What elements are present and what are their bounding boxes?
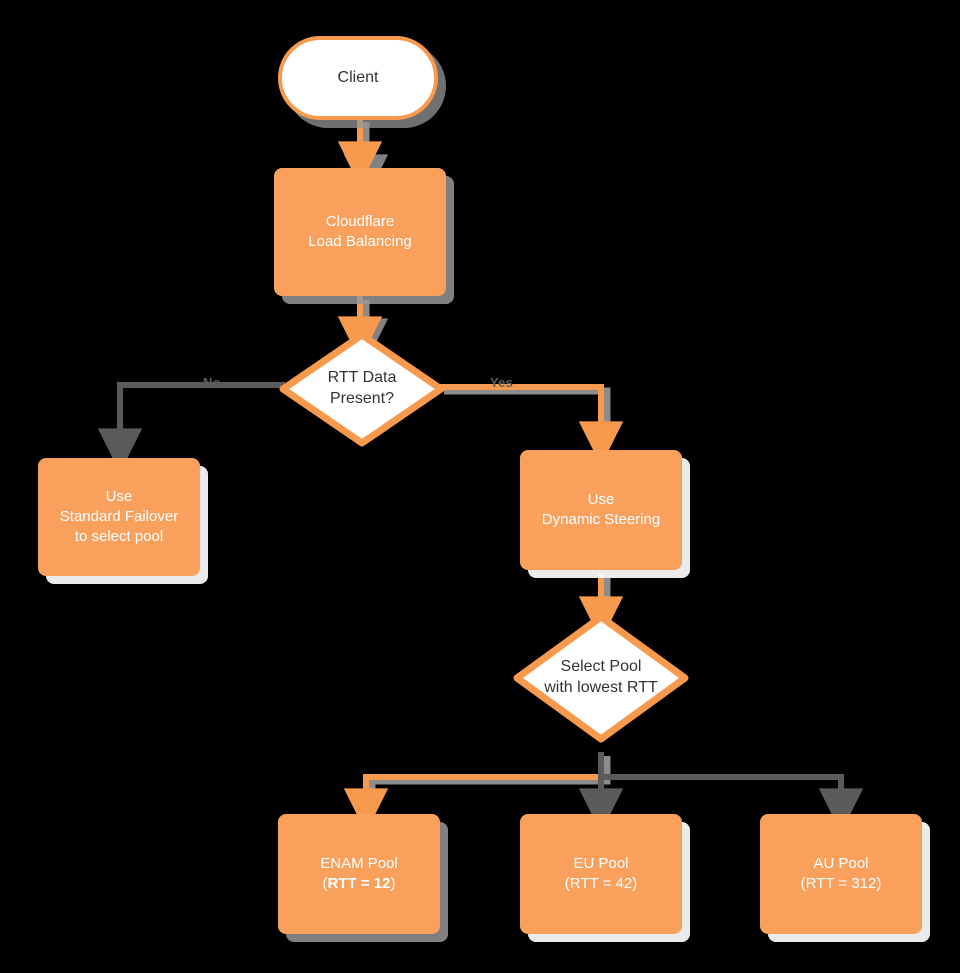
node-cloudflare-load-balancing[interactable]: Cloudflare Load Balancing xyxy=(274,168,446,296)
eu-paren-close: ) xyxy=(632,875,638,892)
node-client-label: Client xyxy=(337,69,379,87)
eu-rtt-value: RTT = 42 xyxy=(569,875,633,892)
edge-label-no: No xyxy=(203,375,221,390)
node-eu-pool-rtt: (RTT = 42) xyxy=(565,874,637,894)
enam-paren-open: ( xyxy=(322,875,328,892)
node-dynamic-steering[interactable]: Use Dynamic Steering xyxy=(520,450,682,570)
node-dynamic-steering-label: Use Dynamic Steering xyxy=(541,491,661,528)
node-au-pool-content: AU Pool (RTT = 312) xyxy=(801,854,882,894)
node-au-pool-name: AU Pool xyxy=(813,855,869,873)
edge-rtt-yes xyxy=(438,384,624,466)
edge-selectpool-to-enam xyxy=(343,752,604,833)
eu-paren-open: ( xyxy=(564,875,570,892)
node-enam-pool-rtt: (RTT = 12) xyxy=(320,874,398,894)
diamond-shape-select-pool xyxy=(513,613,689,743)
node-eu-pool[interactable]: EU Pool (RTT = 42) xyxy=(520,814,682,934)
diamond-shape-rtt xyxy=(279,331,445,447)
node-standard-failover[interactable]: Use Standard Failover to select pool xyxy=(38,458,200,576)
node-eu-pool-name: EU Pool xyxy=(573,855,629,873)
au-paren-open: ( xyxy=(800,875,806,892)
node-enam-pool[interactable]: ENAM Pool (RTT = 12) xyxy=(278,814,440,934)
node-client[interactable]: Client xyxy=(278,36,438,120)
node-standard-failover-label: Use Standard Failover to select pool xyxy=(59,488,179,545)
node-select-pool-lowest-rtt[interactable]: Select Pool with lowest RTT xyxy=(512,612,690,744)
node-enam-pool-content: ENAM Pool (RTT = 12) xyxy=(320,854,398,894)
edge-rtt-no xyxy=(97,382,285,473)
au-paren-close: ) xyxy=(876,875,882,892)
node-rtt-data-present[interactable]: RTT Data Present? xyxy=(278,330,446,448)
node-cloudflare-load-balancing-label: Cloudflare Load Balancing xyxy=(308,213,412,250)
edge-label-yes: Yes xyxy=(490,375,514,390)
enam-paren-close: ) xyxy=(390,875,396,892)
node-au-pool[interactable]: AU Pool (RTT = 312) xyxy=(760,814,922,934)
au-rtt-value: RTT = 312 xyxy=(805,875,877,892)
node-eu-pool-content: EU Pool (RTT = 42) xyxy=(565,854,637,894)
enam-rtt-value: RTT = 12 xyxy=(327,875,391,892)
node-enam-pool-name: ENAM Pool xyxy=(320,855,398,873)
node-au-pool-rtt: (RTT = 312) xyxy=(801,874,882,894)
edge-selectpool-to-au xyxy=(601,774,864,833)
